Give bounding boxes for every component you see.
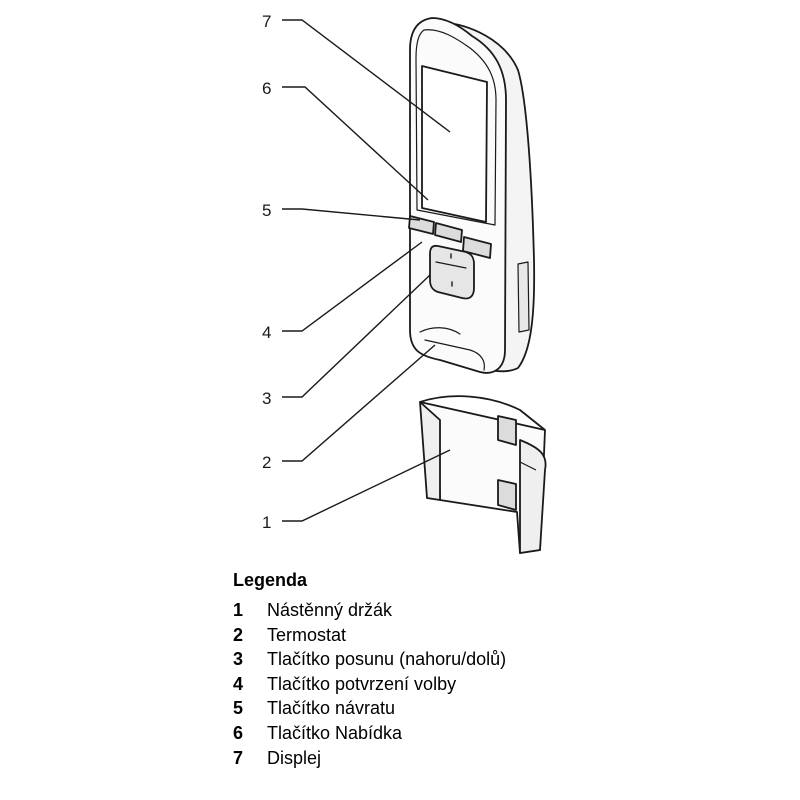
callout-number-4: 4 [262,323,271,342]
legend-item: 7 Displej [233,746,773,771]
leader-line-6 [282,86,429,201]
scroll-confirm-button [429,244,475,300]
legend-item-number: 4 [233,673,244,694]
legend-title: Legenda [233,570,308,590]
display-screen [421,65,488,223]
legend-item: 6 Tlačítko Nabídka [233,721,773,746]
legend-item-number: 6 [233,722,244,743]
callout-number-6: 6 [262,79,271,98]
thermostat-illustration [408,17,536,374]
legend-item-number: 2 [233,624,244,645]
legend-item-number: 5 [233,698,244,719]
leader-line-3 [282,274,431,398]
legend: Legenda 1 Nástěnný držák 2 Termostat 3 T… [233,569,773,770]
leader-line-7 [282,19,451,133]
leader-line-5 [282,208,421,221]
legend-item: 3 Tlačítko posunu (nahoru/dolů) [233,647,773,672]
extra-button [462,236,492,259]
legend-item-label: Tlačítko posunu (nahoru/dolů) [267,649,507,670]
legend-item-number: 1 [233,600,244,620]
leader-line-4 [282,241,423,332]
callout-number-7: 7 [262,12,271,31]
callout-number-5: 5 [262,201,271,220]
legend-item: 1 Nástěnný držák [233,598,773,623]
legend-item: 2 Termostat [233,623,773,648]
return-button [408,215,435,235]
leader-line-2 [282,344,436,462]
callout-number-2: 2 [262,453,271,472]
legend-item-label: Nástěnný držák [267,600,393,620]
callout-leaders [282,19,451,522]
legend-item-label: Tlačítko potvrzení volby [267,673,457,694]
legend-item-number: 3 [233,649,244,670]
thermostat-bottom [424,339,485,371]
wall-holder-illustration [419,395,547,554]
leader-line-1 [282,449,451,522]
thermostat-diagram: 7 6 5 4 3 2 1 [262,12,547,554]
legend-item: 4 Tlačítko potvrzení volby [233,672,773,697]
callout-number-1: 1 [262,513,271,532]
legend-item-number: 7 [233,747,244,768]
legend-item-label: Termostat [267,624,347,645]
menu-button [434,222,463,243]
legend-item-label: Tlačítko návratu [267,698,396,719]
callout-number-3: 3 [262,389,271,408]
legend-item-label: Tlačítko Nabídka [267,722,403,743]
legend-item: 5 Tlačítko návratu [233,696,773,721]
legend-item-label: Displej [267,747,322,768]
